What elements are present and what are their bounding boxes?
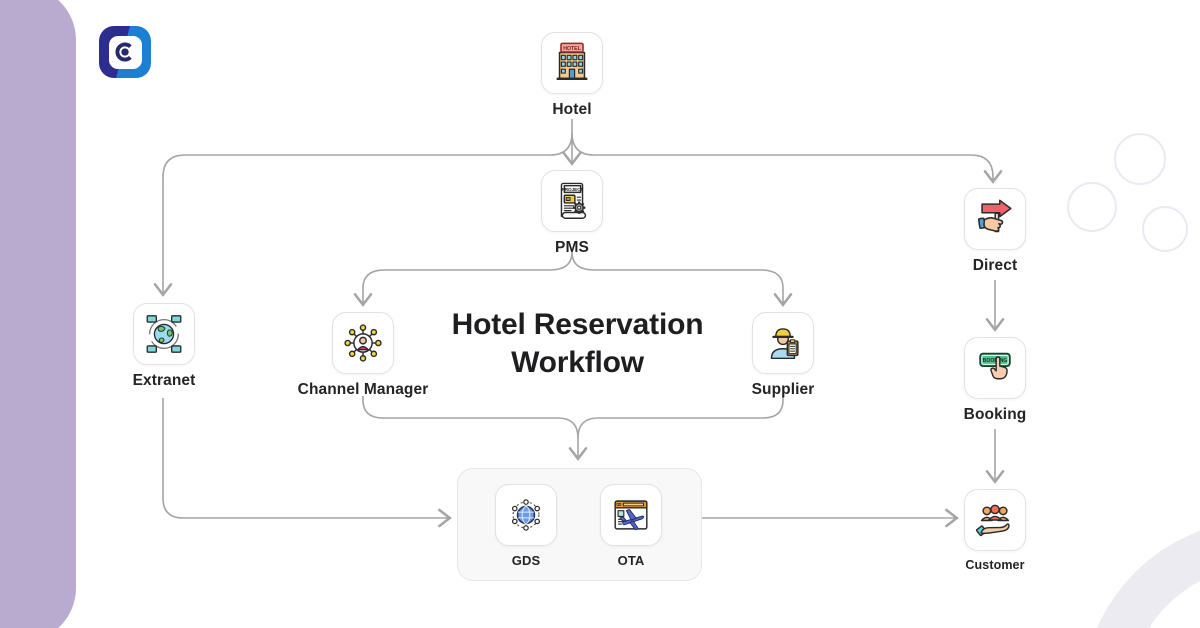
purple-side-band bbox=[0, 0, 76, 628]
node-label-supplier: Supplier bbox=[751, 381, 815, 398]
edge-supplier-gds-ota bbox=[577, 396, 784, 439]
node-customer: Customer bbox=[964, 489, 1026, 572]
booking-button-text: BOOKING bbox=[983, 358, 1008, 364]
person-hub-network-icon bbox=[332, 312, 394, 374]
node-supplier: Supplier bbox=[752, 312, 814, 399]
booking-button-click-icon: BOOKING bbox=[964, 337, 1026, 399]
hotel-sign-text: HOTEL bbox=[563, 46, 580, 52]
node-extranet: Extranet bbox=[133, 303, 195, 390]
node-ota: OTA bbox=[600, 484, 662, 568]
diagram-title: Hotel Reservation Workflow bbox=[395, 306, 760, 382]
decorative-circle bbox=[1142, 206, 1188, 252]
node-label-booking: Booking bbox=[963, 406, 1027, 423]
edge-pms-channel-manager bbox=[353, 251, 573, 307]
node-label-ota: OTA bbox=[617, 553, 645, 568]
node-label-direct: Direct bbox=[972, 257, 1018, 274]
edge-pms-supplier bbox=[571, 251, 793, 307]
node-label-extranet: Extranet bbox=[132, 372, 196, 389]
node-gds: GDS bbox=[495, 484, 557, 568]
gds-ota-group-box: GDS bbox=[457, 468, 702, 581]
project-document-gear-icon: PROJECT bbox=[541, 170, 603, 232]
worker-clipboard-icon bbox=[752, 312, 814, 374]
pms-doc-title-text: PROJECT bbox=[562, 187, 584, 192]
hotel-building-icon: HOTEL bbox=[541, 32, 603, 94]
edge-hotel-extranet bbox=[153, 132, 573, 297]
travel-website-plane-icon bbox=[600, 484, 662, 546]
node-booking: BOOKING Booking bbox=[964, 337, 1026, 424]
decorative-circle bbox=[1114, 133, 1166, 185]
people-in-hand-icon bbox=[964, 489, 1026, 551]
node-label-customer: Customer bbox=[965, 558, 1025, 572]
title-line-1: Hotel Reservation bbox=[451, 308, 704, 341]
hand-holding-arrow-sign-icon bbox=[964, 188, 1026, 250]
edge-channel-manager-gds-ota bbox=[362, 396, 588, 461]
node-pms: PROJECT PMS bbox=[541, 170, 603, 257]
globe-monitors-network-icon bbox=[133, 303, 195, 365]
node-label-pms: PMS bbox=[555, 239, 589, 256]
globe-nodes-icon bbox=[495, 484, 557, 546]
node-hotel: HOTEL Hotel bbox=[541, 32, 603, 119]
node-label-hotel: Hotel bbox=[552, 101, 592, 118]
node-channel-manager: Channel Manager bbox=[298, 312, 428, 399]
node-direct: Direct bbox=[964, 188, 1026, 275]
title-line-2: Workflow bbox=[511, 346, 644, 379]
node-label-channel-manager: Channel Manager bbox=[297, 381, 429, 398]
brand-c-mark-icon bbox=[108, 35, 142, 69]
edge-hotel-direct bbox=[571, 132, 1003, 184]
edge-extranet-gds-ota bbox=[162, 398, 452, 528]
node-label-gds: GDS bbox=[511, 553, 541, 568]
decorative-circle bbox=[1067, 182, 1117, 232]
brand-logo bbox=[99, 26, 151, 78]
